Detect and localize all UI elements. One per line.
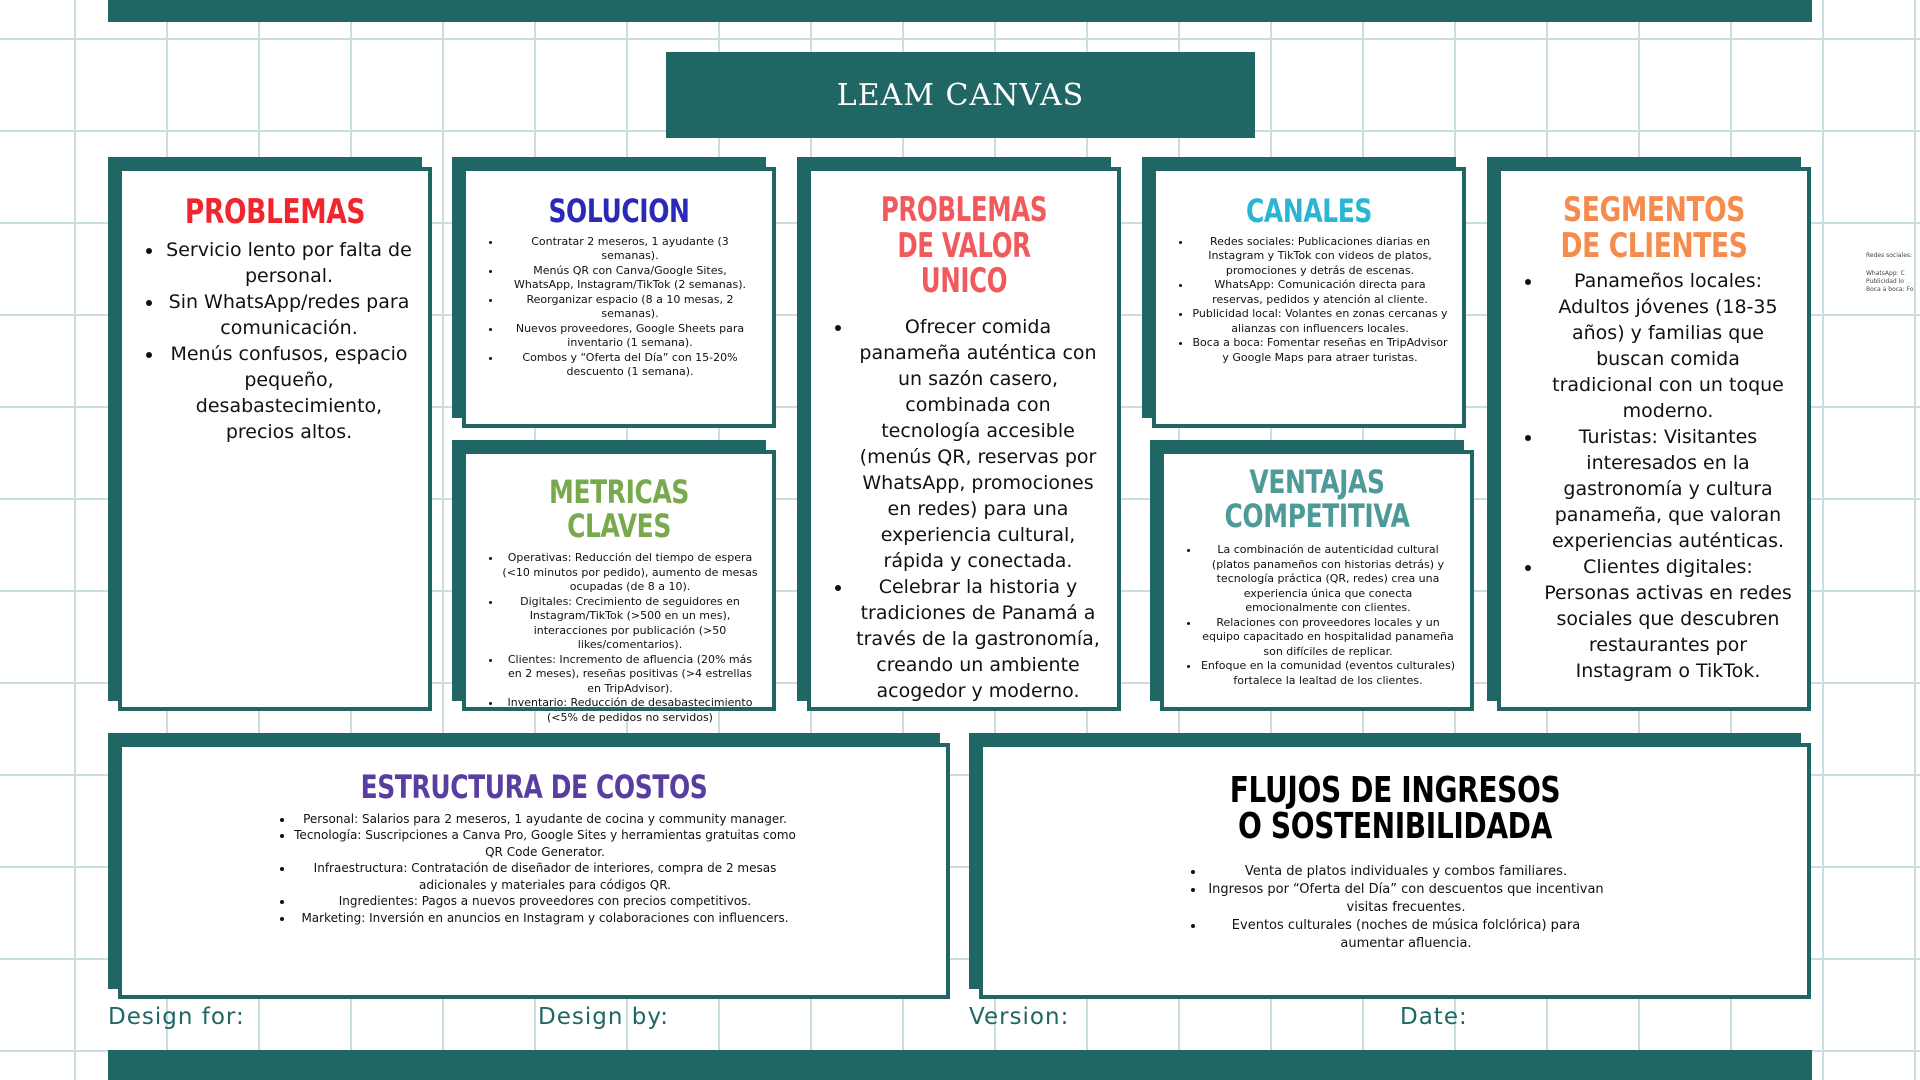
version-label: Version: [969,1004,1070,1030]
card-body: SEGMENTOS DE CLIENTES Panameños locales:… [1497,167,1811,711]
list-item: Panameños locales: Adultos jóvenes (18-3… [1543,268,1793,424]
card-list: Ofrecer comida panameña auténtica con un… [825,314,1103,704]
side-note-line: Boca a boca: Fo [1866,286,1914,293]
card-metricas: METRICAS CLAVES Operativas: Reducción de… [452,440,776,724]
list-item: Ofrecer comida panameña auténtica con un… [853,314,1103,574]
card-ingresos: FLUJOS DE INGRESOS O SOSTENIBILIDADA Ven… [969,733,1811,999]
bottom-bar [108,1050,1812,1080]
date-label: Date: [1400,1004,1468,1030]
card-list: La combinación de autenticidad cultural … [1178,543,1456,688]
list-item: Reorganizar espacio (8 a 10 mesas, 2 sem… [502,293,758,322]
card-list: Personal: Salarios para 2 meseros, 1 ayu… [272,811,796,927]
list-item: Menús QR con Canva/Google Sites, WhatsAp… [502,264,758,293]
card-heading: SOLUCION [548,192,690,230]
list-item: Boca a boca: Fomentar reseñas en TripAdv… [1192,336,1448,365]
card-solucion: SOLUCION Contratar 2 meseros, 1 ayudante… [452,157,776,428]
list-item: Menús confusos, espacio pequeño, desabas… [164,341,414,445]
list-item: Turistas: Visitantes interesados en la g… [1543,424,1793,554]
card-body: METRICAS CLAVES Operativas: Reducción de… [462,450,776,724]
list-item: Infraestructura: Contratación de diseñad… [294,860,796,893]
list-item: Digitales: Crecimiento de seguidores en … [502,595,758,653]
card-body: SOLUCION Contratar 2 meseros, 1 ayudante… [462,167,776,428]
list-item: Clientes digitales: Personas activas en … [1543,554,1793,684]
list-item: Inventario: Reducción de desabastecimien… [502,696,758,725]
design-by-label: Design by: [538,1004,670,1030]
card-body: ESTRUCTURA DE COSTOS Personal: Salarios … [118,743,950,999]
card-body: VENTAJAS COMPETITIVA La combinación de a… [1160,450,1474,711]
page-title: LEAM CANVAS [666,52,1255,138]
list-item: Marketing: Inversión en anuncios en Inst… [294,910,796,927]
list-item: Enfoque en la comunidad (eventos cultura… [1200,659,1456,688]
list-item: Redes sociales: Publicaciones diarias en… [1192,235,1448,279]
card-heading: VENTAJAS COMPETITIVA [1224,463,1410,535]
card-valor-unico: PROBLEMAS DE VALOR UNICO Ofrecer comida … [797,157,1121,711]
list-item: Relaciones con proveedores locales y un … [1200,616,1456,660]
list-item: Nuevos proveedores, Google Sheets para i… [502,322,758,351]
card-list: Contratar 2 meseros, 1 ayudante (3 seman… [480,235,758,380]
card-ventajas: VENTAJAS COMPETITIVA La combinación de a… [1150,440,1474,711]
list-item: Celebrar la historia y tradiciones de Pa… [853,574,1103,704]
list-item: Clientes: Incremento de afluencia (20% m… [502,653,758,697]
card-problemas: PROBLEMAS Servicio lento por falta de pe… [108,157,432,711]
card-body: PROBLEMAS Servicio lento por falta de pe… [118,167,432,711]
card-body: PROBLEMAS DE VALOR UNICO Ofrecer comida … [807,167,1121,711]
list-item: Operativas: Reducción del tiempo de espe… [502,551,758,595]
card-heading: FLUJOS DE INGRESOS O SOSTENIBILIDADA [1229,770,1561,847]
list-item: Publicidad local: Volantes en zonas cerc… [1192,307,1448,336]
top-bar [108,0,1812,22]
side-note-line: Publicidad lo [1866,278,1904,285]
card-heading: METRICAS CLAVES [549,473,689,545]
card-segmentos: SEGMENTOS DE CLIENTES Panameños locales:… [1487,157,1811,711]
list-item: Personal: Salarios para 2 meseros, 1 ayu… [294,811,796,828]
card-costos: ESTRUCTURA DE COSTOS Personal: Salarios … [108,733,950,999]
list-item: Tecnología: Suscripciones a Canva Pro, G… [294,827,796,860]
list-item: Contratar 2 meseros, 1 ayudante (3 seman… [502,235,758,264]
list-item: Eventos culturales (noches de música fol… [1205,917,1607,953]
side-note-line: WhatsApp: C [1866,270,1905,277]
card-heading: PROBLEMAS DE VALOR UNICO [880,190,1048,302]
card-heading: PROBLEMAS [184,192,366,232]
card-list: Operativas: Reducción del tiempo de espe… [480,551,758,725]
card-heading: CANALES [1245,192,1373,230]
card-heading: SEGMENTOS DE CLIENTES [1560,190,1748,266]
list-item: Combos y “Oferta del Día” con 15-20% des… [502,351,758,380]
list-item: Ingresos por “Oferta del Día” con descue… [1205,881,1607,917]
design-for-label: Design for: [108,1004,245,1030]
card-body: CANALES Redes sociales: Publicaciones di… [1152,167,1466,428]
card-canales: CANALES Redes sociales: Publicaciones di… [1142,157,1466,428]
side-note-line: Redes sociales: [1866,252,1913,259]
card-list: Panameños locales: Adultos jóvenes (18-3… [1515,268,1793,684]
list-item: WhatsApp: Comunicación directa para rese… [1192,278,1448,307]
list-item: Servicio lento por falta de personal. [164,237,414,289]
list-item: Venta de platos individuales y combos fa… [1205,863,1607,881]
card-list: Redes sociales: Publicaciones diarias en… [1170,235,1448,366]
card-list: Servicio lento por falta de personal. Si… [136,237,414,445]
card-heading: ESTRUCTURA DE COSTOS [360,768,708,806]
card-list: Venta de platos individuales y combos fa… [1183,863,1607,953]
card-body: FLUJOS DE INGRESOS O SOSTENIBILIDADA Ven… [979,743,1811,999]
list-item: Ingredientes: Pagos a nuevos proveedores… [294,893,796,910]
list-item: La combinación de autenticidad cultural … [1200,543,1456,616]
list-item: Sin WhatsApp/redes para comunicación. [164,289,414,341]
clipped-side-note: Redes sociales: WhatsApp: C Publicidad l… [1866,252,1920,302]
